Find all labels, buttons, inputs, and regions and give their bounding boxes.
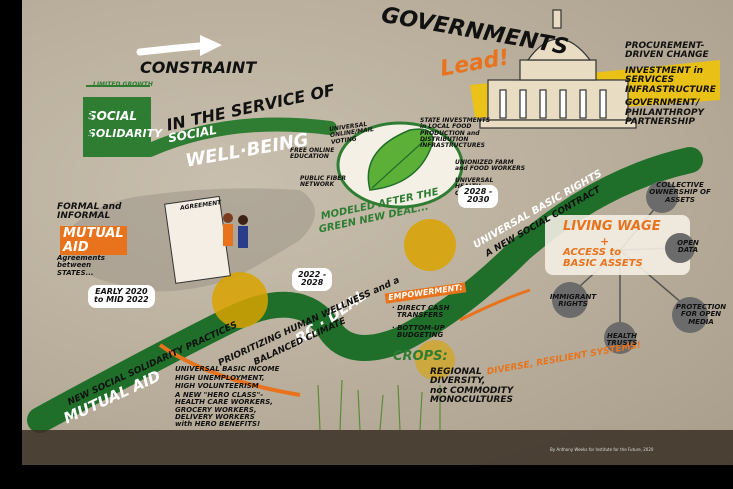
mutual-list: UNIVERSAL BASIC INCOME HIGH UNEMPLOYMENT…	[175, 365, 280, 429]
agreements-label: Agreements between STATES...	[57, 254, 105, 277]
bubble-label: PROTECTION for OPEN MEDIA	[675, 303, 727, 326]
bubble-collective	[646, 181, 678, 213]
bubble-health	[604, 322, 636, 354]
gov-item: PARTNERSHIP	[625, 117, 695, 128]
bubble-open-data	[665, 233, 695, 263]
gov-item: INVESTMENT in	[625, 65, 704, 76]
leaf-vein	[371, 139, 426, 189]
date-2022: 2022 - 2028	[292, 268, 333, 291]
orange-arrow-icon	[158, 343, 301, 397]
note-farm: UNIONIZED FARM and FOOD WORKERS	[455, 159, 526, 173]
formal-informal: FORMAL and INFORMAL	[57, 202, 122, 222]
abundance-label: ABUNDANCE	[86, 100, 94, 143]
yellow-blob-3	[415, 340, 455, 380]
limited-growth-label: LIMITED GROWTH	[93, 81, 153, 88]
social-title-2: SOLIDARITY	[88, 127, 163, 140]
social-title-1: SOCIAL	[88, 109, 138, 123]
yellow-blob-1	[212, 272, 268, 328]
gov-item: INFRASTRUCTURE	[625, 84, 716, 95]
service-swoosh	[143, 117, 337, 157]
gov-item: PROCUREMENT-	[625, 41, 705, 51]
crop-plants	[317, 379, 441, 431]
constraint-arrow-icon	[136, 41, 214, 56]
constraint-label: CONSTRAINT	[140, 58, 257, 77]
note-state-invest: STATE INVESTMENTS in LOCAL FOOD PRODUCTI…	[420, 117, 491, 150]
living-wage-panel	[545, 215, 690, 275]
yellow-blob-2	[404, 219, 456, 271]
mutual-aid-badge: MUTUAL AID	[60, 226, 127, 256]
bubble-label: HEALTH TRUSTS	[606, 332, 638, 348]
orange-stroke	[459, 288, 531, 322]
bubble-immigrant	[552, 282, 588, 318]
gov-item: SERVICES	[625, 75, 675, 86]
living-plus: +	[600, 235, 610, 248]
note-fiber: PUBLIC FIBER NETWORK	[300, 175, 347, 189]
credit-label: By Anthony Weeks for Institute for the F…	[550, 447, 654, 452]
gov-item: PHILANTHROPY	[625, 107, 705, 118]
gov-list: PROCUREMENT- DRIVEN CHANGE INVESTMENT in…	[625, 41, 729, 128]
empowerment-item: · BOTTOM-UP BUDGETING	[392, 324, 445, 340]
ground-strip	[22, 430, 733, 465]
empowerment-item: · DIRECT CASH TRANSFERS	[392, 304, 450, 320]
people-icon	[223, 213, 248, 248]
date-early-2020: EARLY 2020 to MID 2022	[88, 285, 155, 308]
gov-item: DRIVEN CHANGE	[625, 50, 709, 61]
access-assets: ACCESS to BASIC ASSETS	[563, 247, 643, 269]
bubble-label: OPEN DATA	[677, 239, 699, 255]
gov-item: GOVERNMENT/	[625, 98, 700, 109]
note-free-online: FREE ONLINE EDUCATION	[290, 147, 335, 161]
crops-title: CROPS:	[393, 349, 448, 364]
leaf-icon	[367, 128, 434, 191]
capitol-icon	[479, 9, 637, 129]
bubble-label: COLLECTIVE OWNERSHIP of ASSETS	[649, 181, 711, 204]
bubble-protection	[672, 297, 708, 333]
social-solidarity-box	[83, 97, 151, 157]
mutual-item: HIGH UNEMPLOYMENT, HIGH VOLUNTEERISM	[175, 374, 265, 390]
crops-text: REGIONAL DIVERSITY, not COMMODITY MONOCU…	[430, 367, 514, 406]
bubble-label: IMMIGRANT RIGHTS	[549, 293, 597, 309]
arrow-head-icon	[200, 35, 222, 56]
mutual-item: A NEW "HERO CLASS"- HEALTH CARE WORKERS,…	[175, 391, 273, 429]
living-wage-title: LIVING WAGE	[563, 219, 661, 234]
date-2028: 2028 - 2030	[458, 185, 499, 208]
mutual-item: UNIVERSAL BASIC INCOME	[175, 365, 280, 373]
